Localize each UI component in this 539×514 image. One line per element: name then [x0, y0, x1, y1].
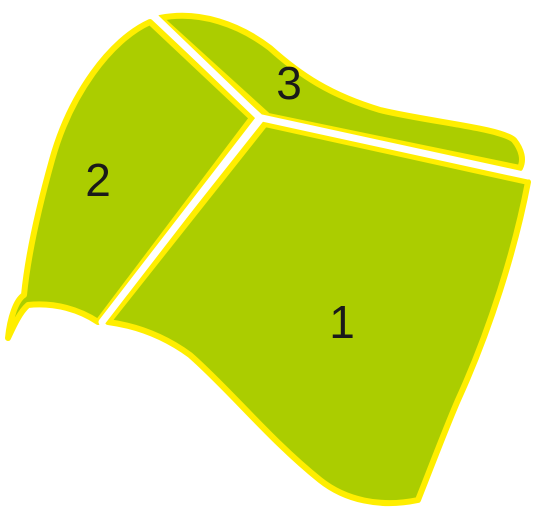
region-2-label: 2 [85, 154, 111, 206]
region-1-label: 1 [329, 296, 355, 348]
region-3-label: 3 [276, 57, 302, 109]
